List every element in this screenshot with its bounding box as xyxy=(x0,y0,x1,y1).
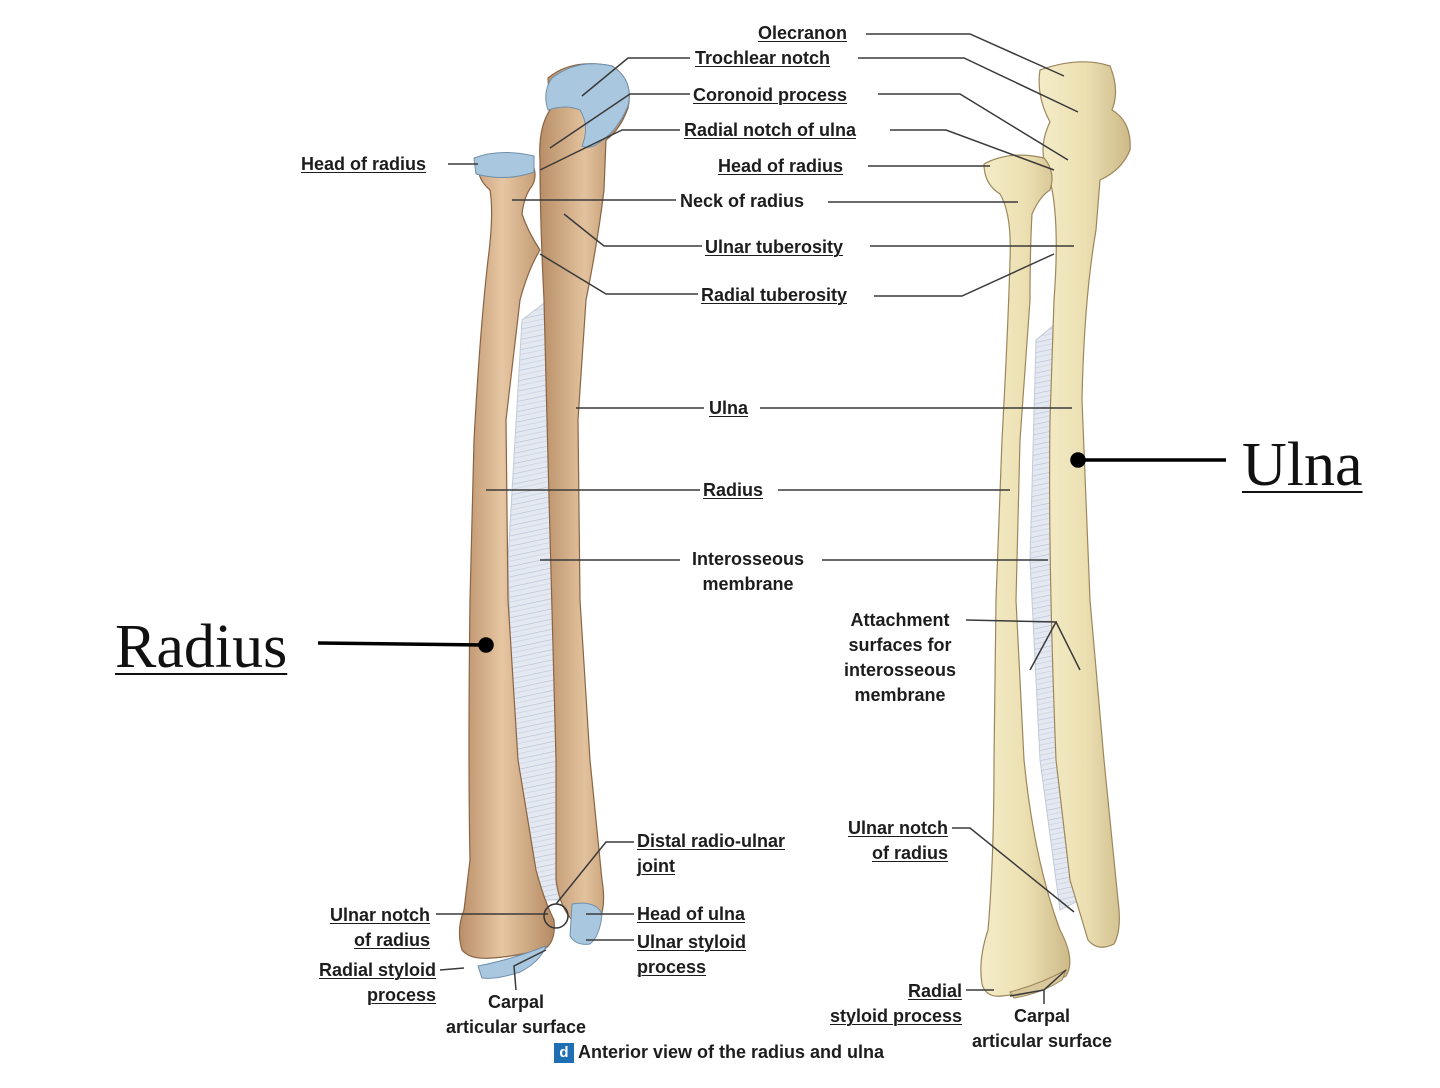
label-carpal-left-line1: Carpal xyxy=(487,992,545,1012)
label-distal-radioulnar-joint: Distal radio-ulnar joint xyxy=(637,829,785,879)
label-head-of-radius-left: Head of radius xyxy=(301,154,427,174)
radius-bone-left xyxy=(458,156,555,959)
label-attachment-line2: surfaces for xyxy=(848,635,952,655)
label-radial-styloid-left-line2: process xyxy=(366,985,436,1005)
label-trochlear-notch: Trochlear notch xyxy=(695,48,831,68)
label-radial-notch-of-ulna: Radial notch of ulna xyxy=(684,120,857,140)
label-carpal-left-line2: articular surface xyxy=(445,1017,587,1037)
label-coronoid-process: Coronoid process xyxy=(693,85,848,105)
carpal-articular-surface-left xyxy=(477,945,547,979)
caption-text: Anterior view of the radius and ulna xyxy=(578,1042,885,1062)
label-olecranon: Olecranon xyxy=(758,23,848,43)
label-ulnar-notch-right: Ulnar notch of radius xyxy=(800,816,948,866)
big-label-radius: Radius xyxy=(115,613,288,681)
head-of-radius-cartilage-left xyxy=(473,152,535,178)
big-pointers xyxy=(317,452,1226,653)
head-of-ulna-cartilage xyxy=(569,902,603,945)
label-ulnar-styloid-process: Ulnar styloid process xyxy=(637,930,746,980)
leader-lines xyxy=(436,33,1081,1004)
label-distal-radioulnar-line2: joint xyxy=(637,856,675,876)
label-attachment-line4: membrane xyxy=(854,685,946,705)
label-ulnar-tuberosity: Ulnar tuberosity xyxy=(705,237,844,257)
label-carpal-right-line2: articular surface xyxy=(971,1031,1113,1051)
label-distal-radioulnar-line1: Distal radio-ulnar xyxy=(637,831,786,851)
label-ulnar-notch-left: Ulnar notch of radius xyxy=(290,903,430,953)
label-ulnar-notch-left-line2: of radius xyxy=(353,930,430,950)
label-radial-styloid-right: Radial styloid process xyxy=(796,979,962,1029)
trochlear-cartilage xyxy=(545,63,630,148)
label-carpal-articular-right: Carpal articular surface xyxy=(952,1004,1132,1054)
carpal-articular-surface-right xyxy=(1009,968,1067,999)
label-radial-tuberosity: Radial tuberosity xyxy=(701,285,848,305)
label-carpal-articular-left: Carpal articular surface xyxy=(426,990,606,1040)
label-ulnar-styloid-line2: process xyxy=(637,957,707,977)
label-attachment-line3: interosseous xyxy=(843,660,957,680)
label-interosseous-membrane: Interosseous membrane xyxy=(668,547,828,597)
label-ulnar-notch-right-line2: of radius xyxy=(871,843,948,863)
label-carpal-right-line1: Carpal xyxy=(1013,1006,1071,1026)
label-attachment-line1: Attachment xyxy=(850,610,950,630)
label-radial-styloid-right-line2: styloid process xyxy=(829,1006,962,1026)
label-ulnar-styloid-line1: Ulnar styloid xyxy=(637,932,747,952)
label-ulnar-notch-left-line1: Ulnar notch xyxy=(329,905,430,925)
label-head-of-ulna: Head of ulna xyxy=(637,904,746,924)
label-radial-styloid-right-line1: Radial xyxy=(907,981,962,1001)
caption-badge: d xyxy=(554,1043,574,1064)
big-label-ulna: Ulna xyxy=(1242,431,1363,499)
label-interosseous-line2: membrane xyxy=(702,574,794,594)
label-ulna: Ulna xyxy=(709,398,749,418)
label-radial-styloid-left: Radial styloid process xyxy=(286,958,436,1008)
label-attachment-surfaces: Attachment surfaces for interosseous mem… xyxy=(820,608,980,708)
label-head-of-radius-right: Head of radius xyxy=(718,156,844,176)
label-radial-styloid-left-line1: Radial styloid xyxy=(318,960,436,980)
label-radius: Radius xyxy=(703,480,764,500)
label-interosseous-line1: Interosseous xyxy=(691,549,805,569)
label-neck-of-radius: Neck of radius xyxy=(680,191,805,211)
ulna-bone-right xyxy=(1038,61,1131,948)
label-ulnar-notch-right-line1: Ulnar notch xyxy=(847,818,948,838)
